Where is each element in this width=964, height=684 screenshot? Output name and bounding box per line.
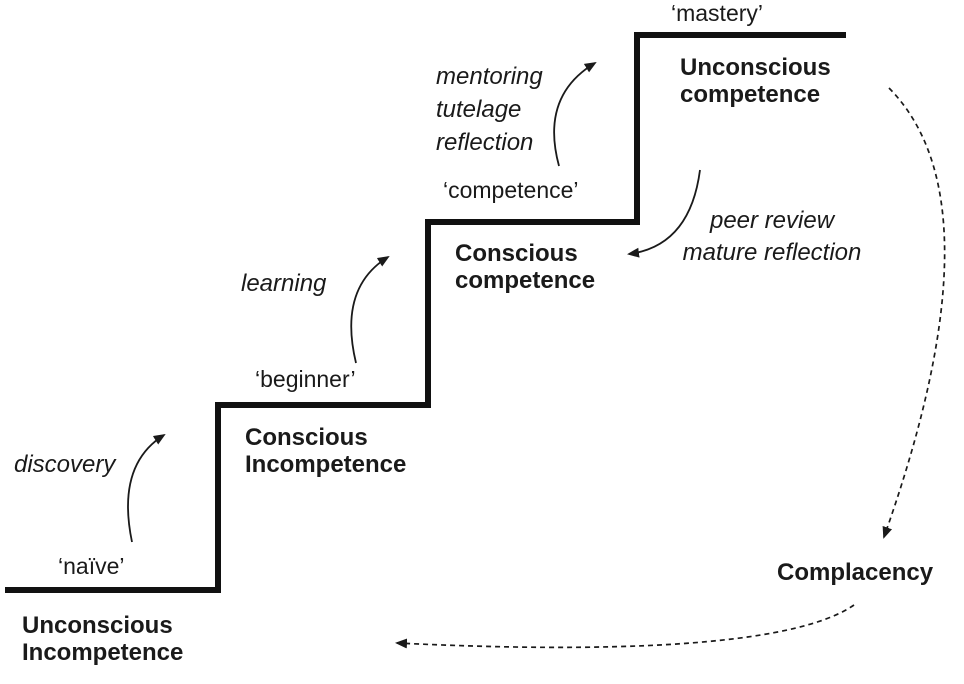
staircase-line [5, 32, 846, 593]
peer-review-arrow [627, 169, 701, 258]
transition-label-discovery: discovery [14, 451, 116, 478]
stage-label-unconscious-incompetence: Unconscious Incompetence [22, 612, 184, 666]
transition-label-peer-review: peer review mature reflection [682, 207, 862, 266]
transition-label-mentoring: mentoring tutelage reflection [436, 63, 543, 156]
complacency-drop-arrow [882, 87, 946, 539]
discovery-arrow [127, 433, 166, 543]
stage-label-unconscious-competence: Unconscious competence [680, 54, 831, 108]
complacency-return-arrow [395, 604, 855, 649]
quote-naive: ‘naïve’ [58, 553, 125, 579]
complacency-label: Complacency [777, 559, 934, 586]
stage-label-conscious-competence: Conscious competence [455, 240, 596, 294]
quote-competence: ‘competence’ [443, 177, 579, 203]
quote-mastery: ‘mastery’ [671, 0, 764, 26]
stage-label-conscious-incompetence: Conscious Incompetence [245, 424, 407, 478]
transition-label-learning: learning [241, 270, 327, 297]
mentoring-arrow [553, 61, 597, 167]
learning-arrow [350, 255, 390, 364]
quote-beginner: ‘beginner’ [255, 366, 356, 392]
